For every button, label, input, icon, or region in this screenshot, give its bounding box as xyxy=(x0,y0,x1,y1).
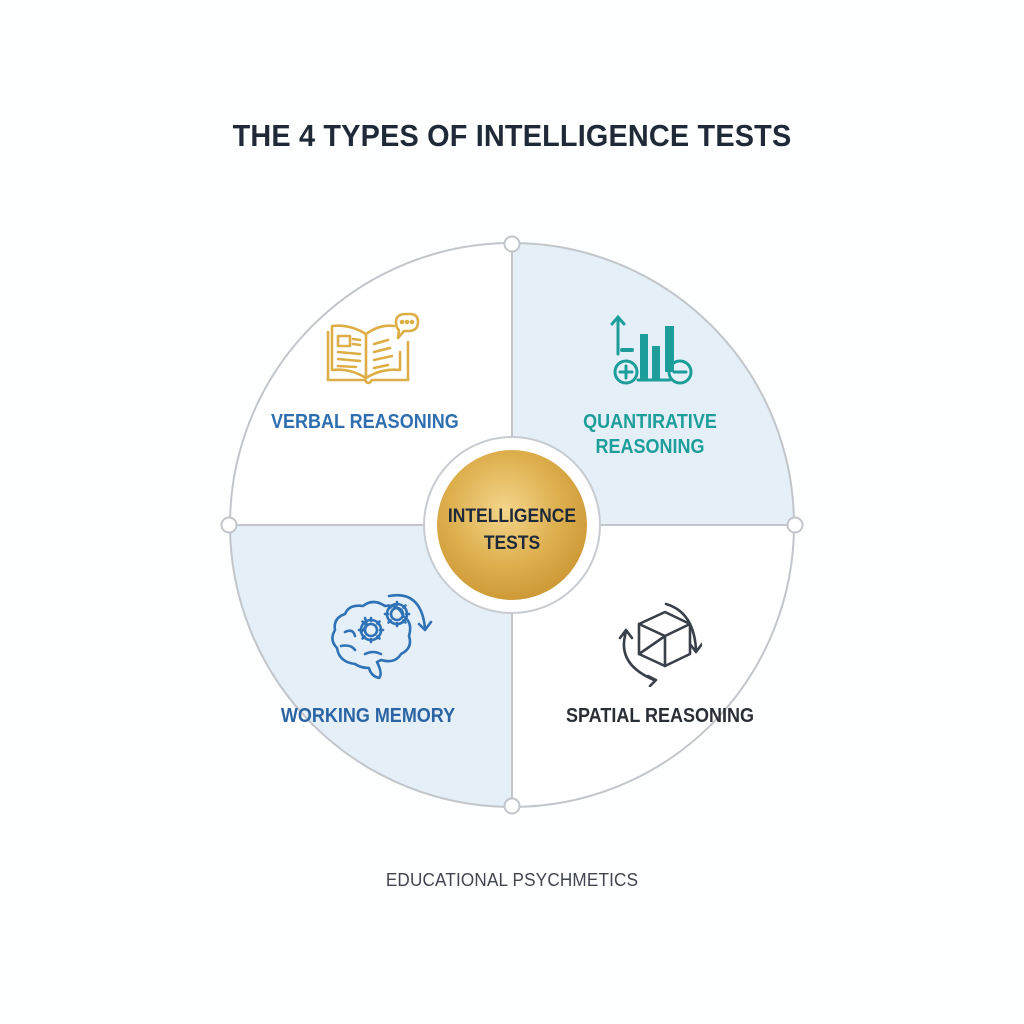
quadrant-top-left xyxy=(230,243,512,525)
quantitative-label-line2: REASONING xyxy=(595,436,705,458)
page-title: THE 4 TYPES OF INTELLIGENCE TESTS xyxy=(232,118,792,153)
center-hub-label: INTELLIGENCE TESTS xyxy=(438,503,585,557)
quadrant-top-right xyxy=(512,243,794,525)
rotating-cube-icon xyxy=(618,602,702,687)
footer-caption: EDUCATIONAL PSYCHMETICS xyxy=(385,870,639,890)
center-hub xyxy=(437,450,587,600)
quadrant-bottom-right xyxy=(512,525,794,807)
bar-chart-plus-minus-icon xyxy=(610,314,693,385)
connector-nodes xyxy=(220,235,804,815)
quadrant-bottom-left xyxy=(230,525,512,807)
verbal-reasoning-label: VERBAL REASONING xyxy=(271,411,459,433)
center-line1: INTELLIGENCE xyxy=(447,506,577,527)
quantitative-label-line1: QUANTIRATIVE xyxy=(583,411,717,433)
center-line2: TESTS xyxy=(483,533,541,554)
quantitative-reasoning-label: QUANTIRATIVE REASONING xyxy=(560,410,740,460)
working-memory-label: WORKING MEMORY xyxy=(280,705,456,727)
open-book-speech-bubble-icon xyxy=(326,312,420,385)
spatial-reasoning-label: SPATIAL REASONING xyxy=(566,705,755,727)
brain-gears-icon xyxy=(331,593,433,680)
